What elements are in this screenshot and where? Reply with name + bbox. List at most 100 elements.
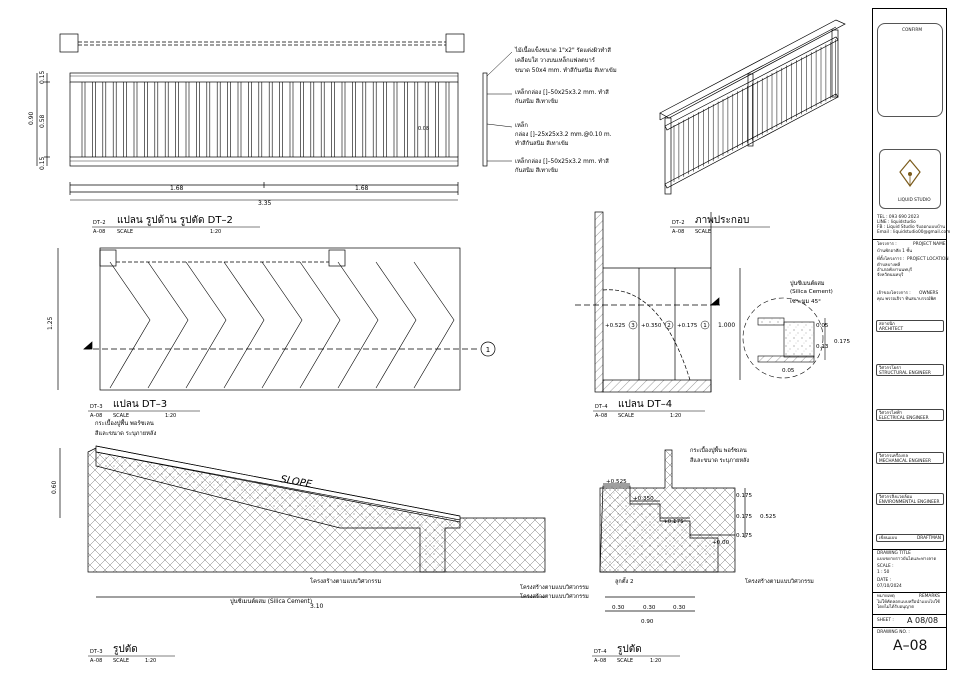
owner-label-en: OWNERS [919, 291, 939, 296]
svg-text:SCALE: SCALE [617, 658, 633, 664]
architect-field: สถาปนิก ARCHITECT [876, 320, 944, 332]
svg-text:0.175: 0.175 [736, 493, 752, 499]
svg-text:0.175: 0.175 [834, 339, 850, 345]
sheet-label: SHEET : [877, 618, 894, 623]
dim-post: 0.08 [418, 126, 429, 132]
svg-text:+0.525: +0.525 [605, 323, 626, 329]
dim-h-mid: 0.58 [39, 114, 46, 128]
confirm-label: CONFIRM [902, 28, 923, 33]
svg-text:A–08: A–08 [93, 229, 105, 235]
svg-text:SCALE: SCALE [618, 413, 634, 419]
svg-text:A–08: A–08 [90, 658, 102, 664]
railing-elevation [36, 33, 488, 195]
dim-sec-height: 0.60 [51, 480, 58, 494]
title-slope-section: รูปตัด DT–3 A–08 SCALE 1:20 [88, 644, 175, 664]
project-name: บ้านพักอาศัย 1 ชั้น [877, 249, 913, 254]
environmental-field: วิศวกรสิ่งแวดล้อม ENVIRONMENTAL ENGINEER [876, 493, 944, 505]
svg-text:DT–4: DT–4 [594, 649, 607, 655]
railing-isometric [659, 19, 846, 195]
svg-text:0.525: 0.525 [760, 514, 776, 520]
dim-dt4-width: 1.000 [718, 322, 735, 329]
svg-text:กระเบื้องปูพื้น พอร์ซเลน: กระเบื้องปูพื้น พอร์ซเลน [690, 446, 747, 454]
svg-text:1:20: 1:20 [165, 413, 176, 419]
svg-text:0.30: 0.30 [673, 605, 686, 611]
steps-plan [575, 211, 741, 393]
svg-text:DT–2: DT–2 [93, 220, 106, 226]
drawing-no-label: DRAWING NO. : [877, 630, 910, 635]
svg-text:3: 3 [631, 323, 635, 329]
svg-text:(Silica Cement): (Silica Cement) [790, 289, 833, 295]
drawing-title-label: DRAWING TITLE [877, 551, 911, 556]
title-block: CONFIRM LIQUID STUDIO TEL : 093 690 2023… [872, 8, 950, 670]
svg-text:0.05: 0.05 [816, 323, 829, 329]
svg-text:+0.00: +0.00 [712, 540, 730, 546]
svg-text:SCALE: SCALE [113, 658, 129, 664]
rail-notes: ไม้เนื้อแข็งขนาด 1"x2" รัดแต่งผิวทำสี เค… [514, 45, 617, 174]
svg-text:กล่อง []–25x25x3.2 mm.@0.10 m.: กล่อง []–25x25x3.2 mm.@0.10 m. [515, 131, 612, 138]
project-label: โครงการ : [877, 242, 897, 247]
scale-label: SCALE : [877, 564, 894, 569]
svg-text:SCALE: SCALE [113, 413, 129, 419]
pen-nib-icon [899, 159, 921, 188]
svg-text:DT–4: DT–4 [595, 404, 608, 410]
title-dt3: แปลน DT–3 DT–3 A–08 SCALE 1:20 [88, 399, 200, 419]
dim-h-bot: 0.15 [39, 156, 46, 170]
svg-text:เหล็ก: เหล็ก [515, 120, 528, 129]
sheet-value: A 08/08 [907, 616, 939, 625]
svg-text:ปูนซีเมนต์ผสม (Silica Cement): ปูนซีเมนต์ผสม (Silica Cement) [230, 597, 312, 605]
svg-text:รูปตัด: รูปตัด [617, 644, 642, 655]
svg-text:1:20: 1:20 [650, 658, 661, 664]
svg-text:2: 2 [667, 323, 671, 329]
svg-text:แปลน DT–4: แปลน DT–4 [618, 399, 672, 410]
titles: แปลน รูปด้าน รูปตัด DT–2 DT–2 A–08 SCALE… [88, 214, 770, 664]
svg-text:กันสนิม สีเทาเข้ม: กันสนิม สีเทาเข้ม [515, 166, 558, 174]
svg-text:1:20: 1:20 [210, 229, 221, 235]
draftman-field: เขียนแบบ DRAFTMAN [876, 534, 944, 542]
svg-text:SCALE: SCALE [117, 229, 133, 235]
svg-text:1:20: 1:20 [670, 413, 681, 419]
svg-text:ปูนซีเมนต์ผสม: ปูนซีเมนต์ผสม [790, 279, 825, 287]
svg-text:1:20: 1:20 [145, 658, 156, 664]
svg-text:DT–3: DT–3 [90, 404, 103, 410]
svg-text:+0.350: +0.350 [641, 323, 662, 329]
remarks-2: โดยไม่ได้รับอนุญาต [877, 605, 914, 610]
ramp-plan [57, 247, 480, 391]
svg-text:0.13: 0.13 [816, 344, 829, 350]
dim-plan-depth: 1.25 [47, 316, 54, 330]
svg-text:+0.525: +0.525 [606, 479, 627, 485]
svg-text:1: 1 [486, 346, 490, 354]
svg-text:ลูกตั้ง 2: ลูกตั้ง 2 [615, 577, 634, 585]
svg-text:โครงสร้างตามแบบวิศวกรรม: โครงสร้างตามแบบวิศวกรรม [310, 577, 382, 585]
location-1: ตำบลบางพลี [877, 263, 901, 268]
ramp-section [59, 445, 546, 598]
date-value: 07/10/2024 [877, 584, 902, 589]
facebook: FB : Liquid Studio รับออกแบบบ้าน [877, 225, 946, 230]
dt4-levels: +0.525 +0.350 +0.175 [605, 323, 698, 329]
owner-name: คุณ พรรณจิรา ทินสนาบรรณ์พิศ [877, 297, 936, 302]
svg-text:DT–2: DT–2 [672, 220, 685, 226]
drawing-no: A–08 [893, 638, 928, 654]
svg-text:โครงสร้างตามแบบวิศวกรรม: โครงสร้างตามแบบวิศวกรรม [520, 583, 589, 591]
steps-section [599, 449, 746, 612]
svg-text:0.175: 0.175 [736, 533, 752, 539]
svg-text:สีและขนาด ระบุภายหลัง: สีและขนาด ระบุภายหลัง [95, 429, 157, 437]
drawing-title: แบบขยายราวบันไดและทางลาด [877, 557, 937, 562]
svg-text:+0.175: +0.175 [677, 323, 698, 329]
nosing-detail [742, 297, 826, 379]
studio-logo: LIQUID STUDIO [879, 149, 941, 209]
date-label: DATE : [877, 578, 891, 583]
svg-text:แปลน DT–3: แปลน DT–3 [113, 399, 167, 410]
svg-text:1: 1 [703, 323, 707, 329]
svg-text:ไม้เนื้อแข็งขนาด 1"x2" รัดแต่ง: ไม้เนื้อแข็งขนาด 1"x2" รัดแต่งผิวทำสี [514, 45, 611, 54]
detail-notes: ปูนซีเมนต์ผสม (Silica Cement) เซาะมุม 45… [782, 279, 850, 374]
svg-text:0.30: 0.30 [612, 605, 625, 611]
dim-h-top: 0.15 [39, 70, 46, 84]
svg-text:0.30: 0.30 [643, 605, 656, 611]
step-dims: +0.525 +0.350 +0.175 +0.00 0.175 0.175 0… [606, 479, 776, 625]
svg-text:กระเบื้องปูพื้น พอร์ซเลน: กระเบื้องปูพื้น พอร์ซเลน [95, 418, 154, 427]
svg-text:กันสนิม สีเทาเข้ม: กันสนิม สีเทาเข้ม [515, 97, 558, 105]
title-dt4: แปลน DT–4 DT–4 A–08 SCALE 1:20 [593, 399, 705, 419]
svg-text:เหล็กกล่อง []–50x25x3.2 mm. ทำ: เหล็กกล่อง []–50x25x3.2 mm. ทำสี [515, 156, 609, 165]
studio-name: LIQUID STUDIO [898, 198, 931, 203]
